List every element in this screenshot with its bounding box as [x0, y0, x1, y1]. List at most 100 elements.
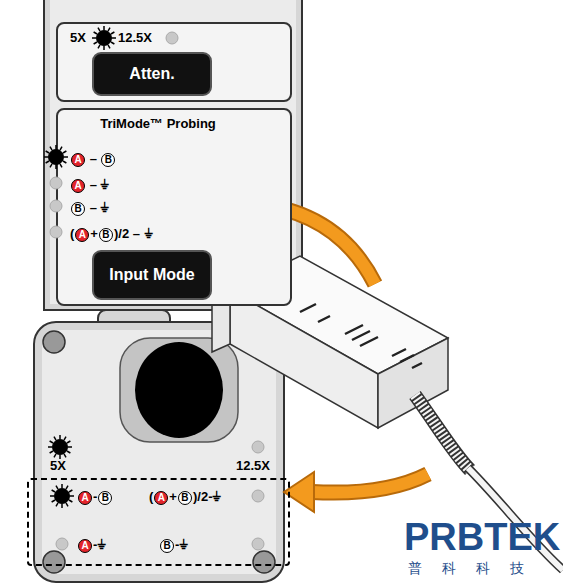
led-ray	[108, 45, 110, 48]
led-ray	[103, 46, 105, 50]
led-ray	[61, 504, 63, 508]
led	[166, 32, 178, 44]
mode-label: (A+B)/2 – ⏚	[70, 225, 153, 243]
led	[252, 538, 264, 550]
led-dot	[252, 538, 264, 550]
led-ray	[50, 147, 52, 150]
led-ray	[59, 435, 61, 439]
channel-symbol: A	[78, 491, 92, 505]
callout-arrow	[312, 474, 428, 493]
probe-end	[378, 338, 448, 428]
panel-label: 5X	[70, 30, 86, 45]
channel-symbol: B	[71, 202, 85, 216]
screw	[43, 551, 65, 573]
mode-label: B-⏚	[159, 536, 188, 554]
attenuation-label: 5X	[50, 458, 66, 473]
led-ray	[70, 495, 74, 497]
led-ray	[54, 454, 56, 457]
tip-panel	[34, 322, 284, 582]
led-ray	[66, 486, 68, 489]
logo-subtext: 普 科 科 技	[408, 560, 532, 578]
led-ray	[111, 42, 114, 44]
panel-label: TriMode™ Probing	[98, 116, 218, 131]
led-ray	[59, 455, 61, 459]
led-ray	[54, 437, 56, 440]
led-ray	[94, 42, 97, 44]
channel-symbol: A	[71, 179, 85, 193]
channel-symbol: B	[101, 153, 115, 167]
mode-label: A-B	[77, 488, 113, 506]
led-dot	[252, 441, 264, 453]
led-ray	[108, 28, 110, 31]
led-ray	[50, 451, 53, 453]
tip-mode-group: A-B(A+B)/2-⏚A-⏚B-⏚	[27, 478, 290, 566]
led-ray	[69, 490, 72, 492]
led-dot	[50, 177, 62, 189]
top-panel	[44, 0, 302, 310]
channel-symbol: A	[75, 228, 89, 242]
led-ray	[48, 446, 52, 448]
input-mode-group: TriMode™ Probing A – B A – ⏚ B – ⏚ (A+B)/2 –…	[56, 108, 292, 306]
mode-label: A – B	[70, 150, 116, 168]
led-ray	[64, 437, 66, 440]
led-ray	[55, 145, 57, 149]
tip-opening	[135, 342, 223, 438]
led-ray	[56, 486, 58, 489]
led-ray	[56, 503, 58, 506]
channel-symbol: B	[160, 539, 174, 553]
lit-led	[50, 484, 74, 508]
led-dot	[49, 150, 64, 165]
led-ray	[64, 156, 68, 158]
panel-label: Input Mode	[94, 266, 210, 284]
screw	[43, 331, 65, 353]
led-ray	[60, 147, 62, 150]
channel-symbol: A	[71, 153, 85, 167]
led	[50, 200, 62, 212]
attenuation-label: 12.5X	[236, 458, 270, 473]
lit-led	[48, 435, 72, 459]
led	[50, 226, 62, 238]
atten-button: Atten.	[92, 52, 212, 96]
strain-relief	[415, 395, 470, 470]
led-ray	[64, 454, 66, 457]
panel-label: Atten.	[94, 65, 210, 83]
screw	[253, 551, 275, 573]
led-ray	[52, 500, 55, 502]
channel-symbol: A	[154, 491, 168, 505]
led-ray	[103, 26, 105, 30]
led-ray	[52, 490, 55, 492]
led-ray	[68, 446, 72, 448]
channel-symbol: A	[78, 539, 92, 553]
led-ray	[44, 156, 48, 158]
mode-label: A – ⏚	[70, 176, 109, 194]
led-dot	[50, 226, 62, 238]
logo-text: PRBTEK	[404, 516, 560, 559]
led-dot	[56, 538, 68, 550]
led-ray	[61, 484, 63, 488]
led-ray	[63, 151, 66, 153]
mode-label: B – ⏚	[70, 199, 109, 217]
led	[56, 538, 68, 550]
led-ray	[92, 37, 96, 39]
lit-led	[92, 26, 116, 50]
led-ray	[67, 451, 70, 453]
led-ray	[66, 503, 68, 506]
mode-label: A-⏚	[77, 536, 106, 554]
callout-arrow-fill	[312, 474, 428, 493]
led	[252, 441, 264, 453]
led	[252, 490, 264, 502]
led-ray	[111, 32, 114, 34]
led-ray	[50, 441, 53, 443]
led-ray	[50, 164, 52, 167]
led-dot	[97, 31, 112, 46]
led-ray	[46, 161, 49, 163]
led	[50, 177, 62, 189]
led-ray	[94, 32, 97, 34]
led-dot	[50, 200, 62, 212]
led-ray	[112, 37, 116, 39]
led-ray	[63, 161, 66, 163]
lit-led	[44, 145, 68, 169]
input-mode-button: Input Mode	[92, 250, 212, 300]
led-ray	[46, 151, 49, 153]
tip-panel-face	[42, 330, 276, 574]
